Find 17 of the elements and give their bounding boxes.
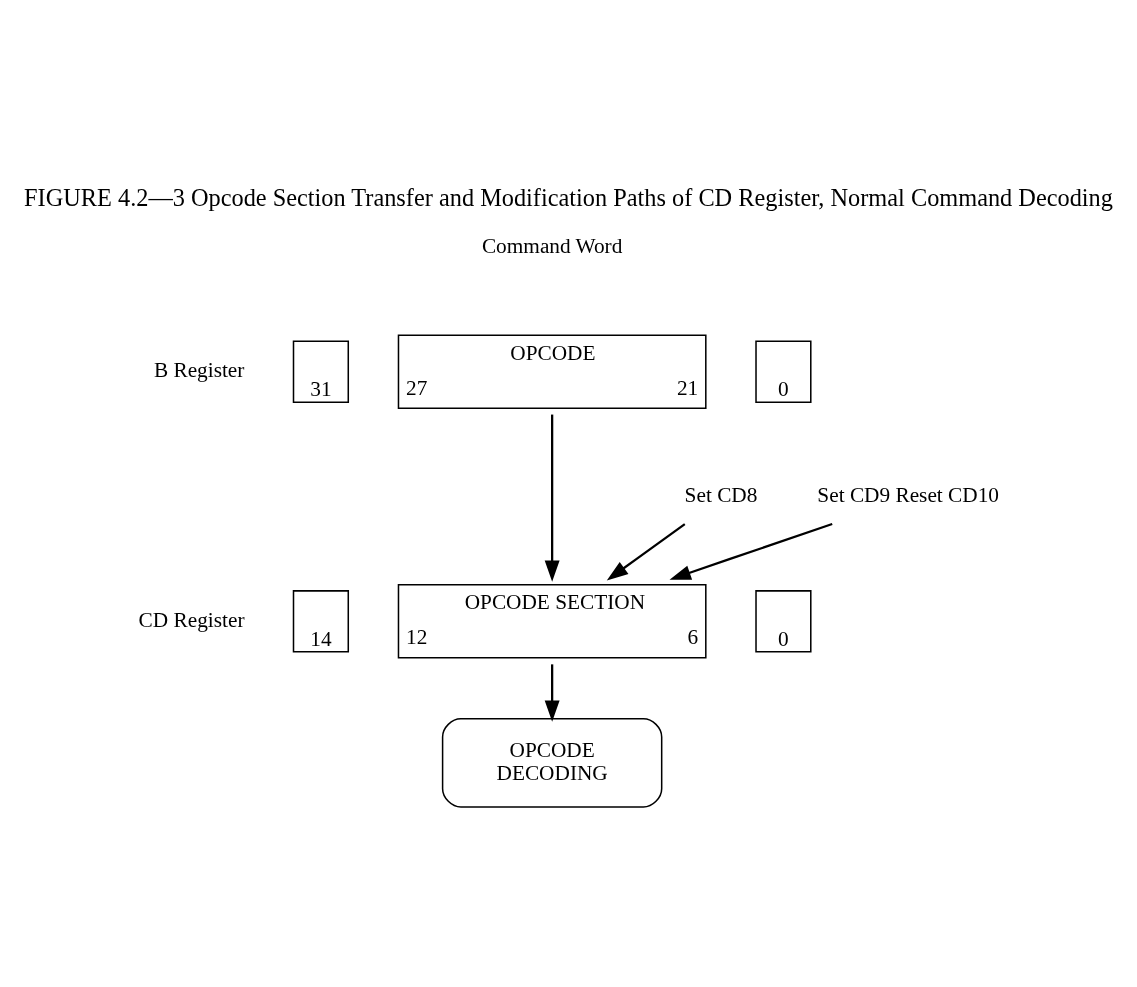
arrow bbox=[544, 414, 560, 582]
arrow bbox=[669, 522, 833, 580]
node-box: OPCODE DECODING bbox=[441, 717, 663, 808]
node-box: OPCODE SECTION 12 6 bbox=[397, 584, 707, 659]
label: CD Register bbox=[138, 607, 245, 632]
node-box: 0 bbox=[755, 340, 812, 403]
label: Command Word bbox=[481, 233, 623, 258]
arrow bbox=[544, 664, 560, 722]
node-text: Set CD8 bbox=[684, 483, 758, 508]
arrow bbox=[606, 523, 686, 581]
node-text: Set CD9 Reset CD10 bbox=[817, 483, 999, 508]
node-box: 0 bbox=[755, 590, 812, 653]
node-box: 31 bbox=[292, 340, 350, 403]
node-box: 14 bbox=[292, 590, 350, 653]
node-box: OPCODE 27 21 bbox=[397, 334, 707, 410]
label: B Register bbox=[153, 358, 245, 383]
diagram-title: FIGURE 4.2—3 Opcode Section Transfer and Modification Paths of CD Register, Normal Command Decoding bbox=[24, 183, 1113, 211]
